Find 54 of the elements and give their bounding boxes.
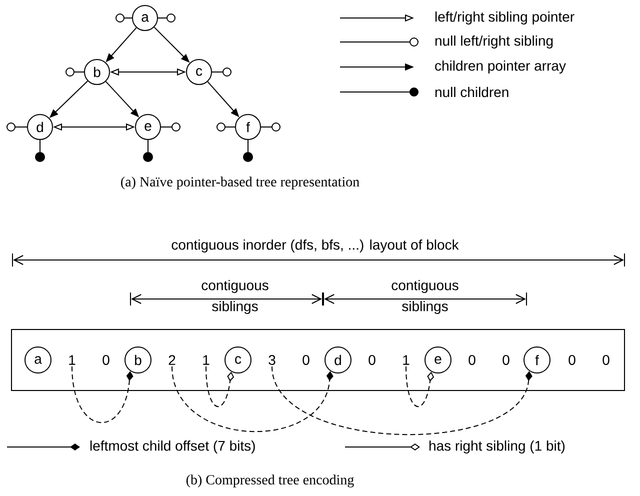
bit-value: 0 [468, 355, 476, 365]
connector-line [15, 126, 28, 128]
connector-line [225, 126, 236, 128]
bit-value: 1 [69, 355, 76, 365]
bit-value: 0 [602, 355, 610, 365]
dashed-curve [172, 366, 334, 432]
dashed-curve [272, 366, 532, 435]
null-sibling-marker [272, 122, 280, 132]
bit-value: 0 [368, 355, 376, 365]
null-sibling-marker [216, 122, 226, 132]
dimension-label: contiguous inorder (dfs, bfs, ...) layout of block [172, 239, 459, 253]
caption: (a) Naïve pointer-based tree representation [121, 176, 360, 190]
bit-value: 3 [268, 355, 276, 365]
encoded-node: e [424, 346, 452, 374]
encoded-node: a [24, 346, 52, 374]
dimension-label: contiguous siblings [202, 280, 268, 314]
tree-node: e [135, 114, 161, 140]
connector-line [160, 126, 172, 128]
bit-value: 0 [502, 355, 510, 365]
bit-value: 1 [403, 355, 410, 365]
null-sibling-marker [172, 122, 180, 132]
connector-line [260, 126, 272, 128]
dimension-label: contiguous siblings [392, 280, 458, 314]
null-children-marker [143, 152, 153, 162]
legend-text: has right sibling (1 bit) [429, 440, 565, 454]
legend-text: children pointer array [435, 60, 566, 74]
legend-text: null left/right sibling [435, 35, 553, 49]
null-sibling-marker [222, 68, 232, 76]
bit-value: 0 [302, 355, 310, 365]
tree-node: d [27, 114, 53, 140]
null-sibling-marker [166, 14, 176, 22]
bit-value: 1 [203, 355, 210, 365]
legend-text: null children [435, 86, 508, 98]
caption: (b) Compressed tree encoding [186, 474, 354, 488]
null-sibling-marker [6, 122, 16, 132]
tree-node: c [186, 59, 212, 85]
bit-value: 0 [102, 355, 110, 365]
encoded-node: f [524, 346, 550, 374]
null-sibling-marker [116, 14, 124, 22]
legend-text: leftmost child offset (7 bits) [90, 440, 255, 454]
tree-node: a [132, 5, 158, 31]
encoded-node: d [324, 346, 352, 374]
tree-node: b [84, 59, 110, 85]
null-children-marker [35, 152, 45, 162]
block-box [11, 329, 625, 391]
dashed-curve [72, 366, 134, 423]
tree-node: f [235, 114, 261, 140]
bit-value: 2 [168, 355, 176, 365]
encoded-node: b [124, 346, 152, 374]
legend-text: left/right sibling pointer [435, 11, 574, 25]
null-children-marker [243, 152, 253, 162]
bit-value: 0 [568, 355, 576, 365]
null-sibling-marker [66, 68, 74, 76]
encoded-node: c [224, 346, 252, 374]
